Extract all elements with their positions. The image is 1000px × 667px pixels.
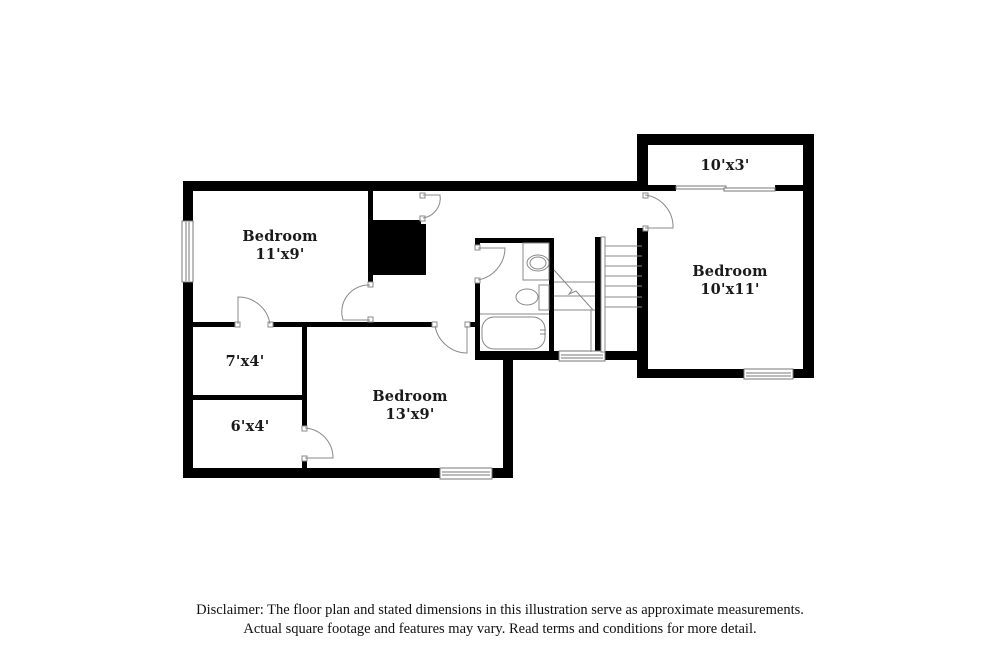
room-label-closet-6x4: 6'x4': [210, 418, 290, 436]
bathroom-fixtures: [480, 242, 550, 350]
sink-icon: [526, 254, 550, 272]
room-label-bedroom-2: Bedroom 13'x9': [355, 388, 465, 424]
disclaimer: Disclaimer: The floor plan and stated di…: [0, 601, 1000, 639]
room-label-closet-10x3: 10'x3': [685, 157, 765, 175]
room-name: Bedroom: [372, 388, 448, 405]
bathtub-icon: [481, 316, 546, 350]
room-name: Bedroom: [692, 263, 768, 280]
disclaimer-line-2: Actual square footage and features may v…: [243, 621, 757, 637]
windows: [181, 220, 794, 480]
room-dimensions: 10'x11': [700, 281, 760, 298]
room-dimensions: 13'x9': [385, 406, 435, 423]
walls: [183, 134, 814, 478]
room-name: Bedroom: [242, 228, 318, 245]
room-dimensions: 11'x9': [255, 246, 305, 263]
room-label-closet-7x4: 7'x4': [205, 353, 285, 371]
sliding-door: [675, 185, 776, 192]
room-dimensions: 7'x4': [225, 353, 265, 370]
toilet-icon: [515, 288, 539, 306]
room-dimensions: 10'x3': [700, 157, 750, 174]
doors: [234, 192, 674, 462]
room-dimensions: 6'x4': [230, 418, 270, 435]
disclaimer-line-1: Disclaimer: The floor plan and stated di…: [196, 602, 804, 618]
stairs: [553, 236, 642, 353]
room-label-bedroom-1: Bedroom 11'x9': [225, 228, 335, 264]
room-label-bedroom-3: Bedroom 10'x11': [675, 263, 785, 299]
